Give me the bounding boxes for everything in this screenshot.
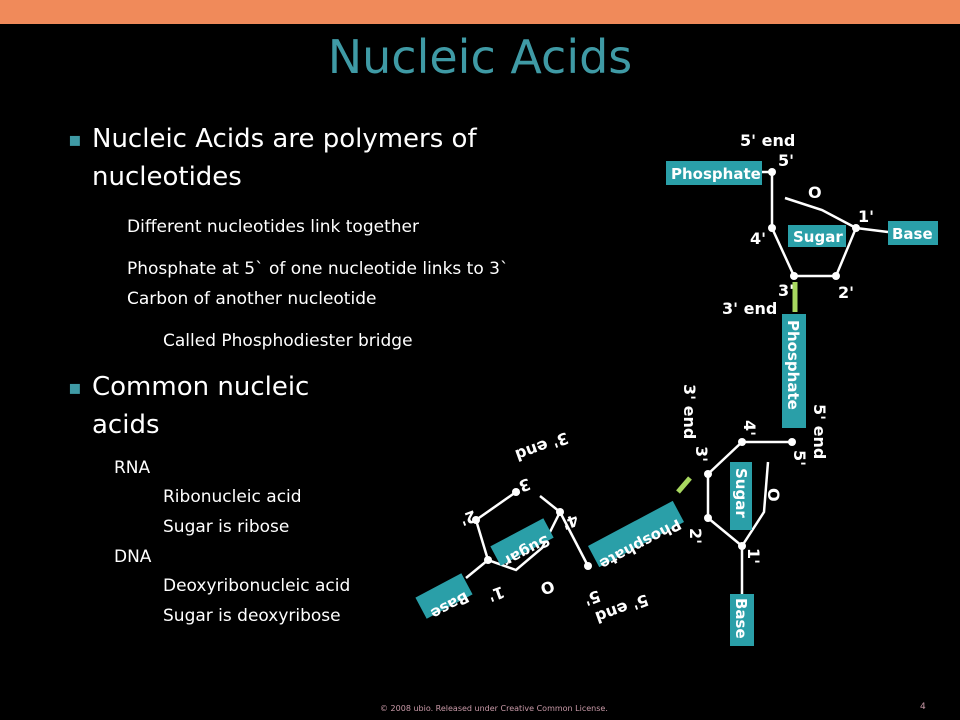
- left-dot-3: [512, 488, 520, 496]
- vertical-phosphate-box: [782, 314, 806, 428]
- mid-three: 3': [692, 446, 711, 462]
- mid-dot-3: [704, 470, 712, 478]
- left-dot-2: [472, 516, 480, 524]
- bullet-common-line2: acids: [92, 410, 160, 440]
- page-number: 4: [920, 702, 926, 712]
- left-four: 4': [560, 510, 582, 533]
- square-bullet-icon: ▪: [68, 127, 82, 151]
- top-dot-1: [852, 224, 860, 232]
- left-sugar-box: [490, 518, 554, 566]
- dna-name: Deoxyribonucleic acid: [163, 576, 351, 596]
- mid-one: 1': [744, 548, 763, 564]
- mid-sugar-label: Sugar: [732, 468, 750, 518]
- top-dot-3: [790, 272, 798, 280]
- left-five: 5': [582, 586, 604, 609]
- left-three: 3': [512, 474, 534, 497]
- top-dot-2: [832, 272, 840, 280]
- top-four: 4': [750, 229, 766, 248]
- left-five-line: [558, 511, 590, 567]
- top-nucleotide: 5' end 5' Phosphate O 1' 4' Sugar Base 3…: [666, 131, 938, 318]
- mid-dot-4: [738, 438, 746, 446]
- mid-four: 4': [740, 420, 759, 436]
- top-one: 1': [858, 207, 874, 226]
- middle-nucleotide: 3' end 4' 3' 5' end 5' Sugar O 2' 1' Bas…: [680, 384, 829, 646]
- top-three: 3': [778, 281, 794, 300]
- top-accent-bar: [0, 0, 960, 24]
- top-sugar-label: Sugar: [793, 228, 843, 246]
- bullet-common-line1: Common nucleic: [92, 372, 310, 402]
- mid-three-end: 3' end: [680, 384, 699, 439]
- top-base-label: Base: [892, 225, 933, 243]
- sub-phosphodiester: Called Phosphodiester bridge: [163, 331, 413, 351]
- top-base-box: [888, 221, 938, 245]
- left-nucleotide: 3' end 3' 2' 4' Sugar 1' O 5' 5' end Bas…: [415, 428, 651, 627]
- bullet-common-acids: ▪ Common nucleic acids: [68, 368, 310, 444]
- mid-base-label: Base: [732, 598, 750, 639]
- mid-sugar-box: [730, 462, 752, 530]
- dna-label: DNA: [114, 547, 152, 567]
- left-one: 1': [486, 582, 508, 605]
- mid-base-box: [730, 594, 754, 646]
- sub-link-together: Different nucleotides link together: [127, 217, 419, 237]
- top-dot-4: [768, 224, 776, 232]
- left-five-end: 5' end: [593, 590, 651, 627]
- mid-five: 5': [790, 450, 809, 466]
- left-base: Base: [415, 573, 473, 623]
- top-sugar-box: [788, 225, 846, 247]
- mid-dot-2: [704, 514, 712, 522]
- mid-two: 2': [686, 528, 705, 544]
- top-dot-5: [768, 168, 776, 176]
- rna-label: RNA: [114, 458, 151, 478]
- mid-dot-5: [788, 438, 796, 446]
- top-five: 5': [778, 151, 794, 170]
- mid-five-end: 5' end: [810, 404, 829, 459]
- left-three-end: 3' end: [513, 428, 571, 465]
- rna-sugar: Sugar is ribose: [163, 517, 290, 537]
- bullet-polymers-line1: Nucleic Acids are polymers of: [92, 124, 477, 154]
- left-base-box: [415, 573, 473, 619]
- top-oxygen: O: [808, 183, 822, 202]
- top-phosphate-box: [666, 161, 762, 185]
- sub-phosphate-line1: Phosphate at 5` of one nucleotide links …: [127, 259, 509, 279]
- left-base-line: [465, 559, 489, 579]
- left-dot-4: [556, 508, 564, 516]
- mid-oxygen: O: [764, 488, 783, 502]
- bullet-polymers: ▪ Nucleic Acids are polymers of nucleoti…: [68, 120, 477, 196]
- rna-name: Ribonucleic acid: [163, 487, 302, 507]
- left-two: 2': [458, 506, 480, 529]
- mid-dot-1: [738, 542, 746, 550]
- square-bullet-icon: ▪: [68, 375, 82, 399]
- slide-title: Nucleic Acids: [327, 30, 633, 84]
- left-dot-5: [584, 562, 592, 570]
- top-phosphate-label: Phosphate: [671, 165, 761, 183]
- top-five-end: 5' end: [740, 131, 795, 150]
- bullet-polymers-line2: nucleotides: [92, 162, 242, 192]
- top-base-line: [855, 226, 889, 234]
- mid-link-bar: [676, 476, 692, 494]
- copyright-footer: © 2008 ubio. Released under Creative Com…: [380, 704, 608, 713]
- dna-sugar: Sugar is deoxyribose: [163, 606, 341, 626]
- top-two: 2': [838, 283, 854, 302]
- vertical-phosphate-label: Phosphate: [784, 320, 802, 410]
- top-three-end: 3' end: [722, 299, 777, 318]
- left-oxygen: O: [538, 576, 557, 599]
- sub-phosphate-line2: Carbon of another nucleotide: [127, 289, 377, 309]
- diagonal-phosphate-box: [587, 500, 685, 568]
- left-dot-1: [484, 556, 492, 564]
- diagonal-phosphate: Phosphate: [587, 500, 685, 573]
